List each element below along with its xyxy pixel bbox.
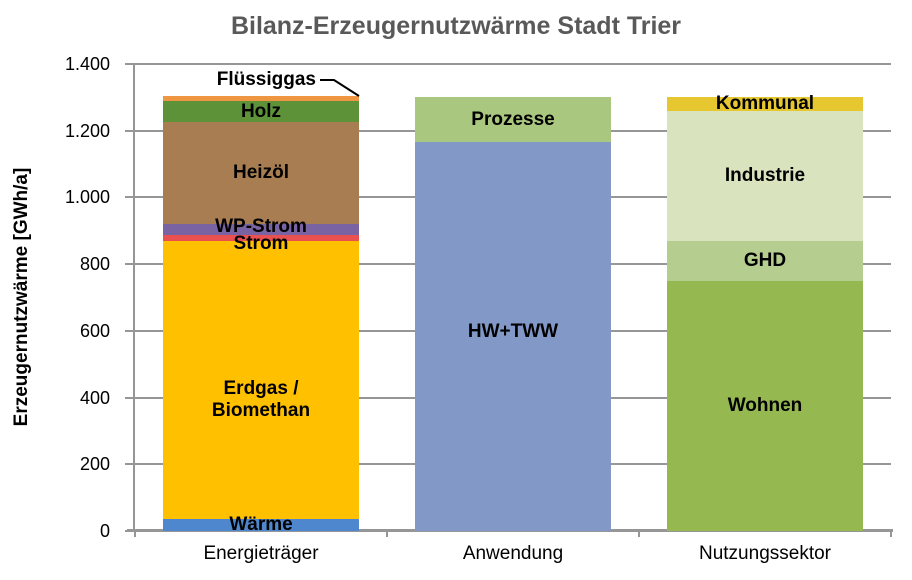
bar-segment-wp-strom xyxy=(163,224,359,235)
y-tick-label: 800 xyxy=(79,254,110,275)
y-tick-mark xyxy=(125,263,135,266)
segment-label-erdgas-biomethan: Erdgas / Biomethan xyxy=(211,378,311,422)
x-tick-mark xyxy=(386,531,388,537)
y-axis-title: Erzeugernutzwärme [GWh/a] xyxy=(11,167,32,427)
segment-label-hw-tww: HW+TWW xyxy=(467,320,559,342)
segment-label-wohnen: Wohnen xyxy=(727,394,803,416)
bar-segment-holz xyxy=(163,100,359,123)
segment-label-kommunal: Kommunal xyxy=(715,93,815,115)
segment-label-wp-strom: WP-Strom xyxy=(215,215,307,237)
y-tick-label: 1.000 xyxy=(64,187,110,208)
y-tick-mark xyxy=(125,396,135,399)
gridline-1.400 xyxy=(135,63,891,65)
y-tick-label: 200 xyxy=(79,454,110,475)
bar-segment-heiz-l xyxy=(163,122,359,225)
x-axis-label-nutzungssektor: Nutzungssektor xyxy=(698,543,832,564)
bar-segment-ghd xyxy=(667,240,863,281)
segment-label-w-rme: Wärme xyxy=(229,514,293,536)
segment-label-heiz-l: Heizöl xyxy=(233,162,289,184)
bar-segment-fl-ssiggas xyxy=(163,96,359,101)
y-tick-mark xyxy=(125,63,135,65)
y-tick-mark xyxy=(125,129,135,132)
segment-label-holz: Holz xyxy=(240,100,282,122)
y-tick-label: 0 xyxy=(99,521,110,541)
y-tick-mark xyxy=(125,196,135,199)
y-tick-label: 600 xyxy=(79,320,110,341)
x-axis-label-energietr-ger: Energieträger xyxy=(203,543,319,564)
bar-segment-strom xyxy=(163,234,359,241)
bar-segment-wohnen xyxy=(667,280,863,531)
segment-label-ghd: GHD xyxy=(743,249,787,271)
segment-label-fl-ssiggas: Flüssiggas xyxy=(216,69,316,90)
bar-segment-kommunal xyxy=(667,97,863,111)
y-tick-mark xyxy=(125,463,135,466)
y-tick-mark xyxy=(125,329,135,332)
bar-segment-prozesse xyxy=(415,97,611,143)
y-axis-line xyxy=(133,64,135,532)
chart-title: Bilanz-Erzeugernutzwärme Stadt Trier xyxy=(230,12,682,40)
y-tick-label: 1.200 xyxy=(64,120,110,141)
y-tick-mark xyxy=(125,530,135,532)
x-tick-mark xyxy=(890,531,892,537)
bar-segment-hw-tww xyxy=(415,142,611,531)
bar-segment-industrie xyxy=(667,110,863,241)
x-tick-mark xyxy=(134,531,136,537)
x-tick-mark xyxy=(638,531,640,537)
segment-label-prozesse: Prozesse xyxy=(471,108,555,130)
segment-label-strom: Strom xyxy=(233,232,289,254)
bar-segment-erdgas-biomethan xyxy=(163,240,359,520)
x-axis-label-anwendung: Anwendung xyxy=(462,543,564,564)
y-tick-label: 400 xyxy=(79,387,110,408)
bar-segment-w-rme xyxy=(163,519,359,531)
y-tick-label: 1.400 xyxy=(64,54,110,74)
segment-label-industrie: Industrie xyxy=(724,164,806,186)
